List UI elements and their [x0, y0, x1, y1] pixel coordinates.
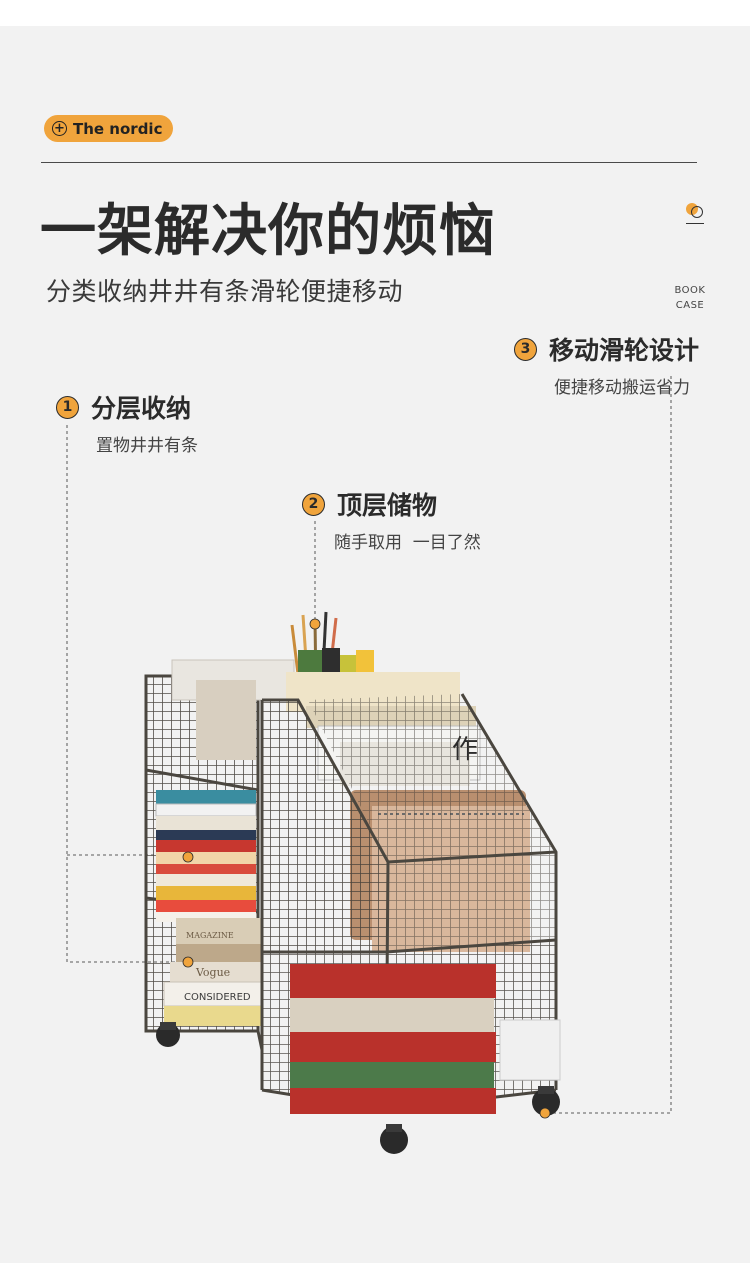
brand-tag: + The nordic — [44, 115, 173, 142]
bottom-right-books — [290, 964, 561, 1114]
page-title: 一架解决你的烦恼 — [40, 199, 496, 264]
left-middle-books — [155, 790, 257, 922]
brand-mark: BOOK CASE — [660, 283, 720, 313]
magazine-label: MAGAZINE — [186, 931, 234, 940]
feature-number-2: 2 — [302, 492, 325, 516]
considered-label: CONSIDERED — [184, 992, 251, 1003]
feature-desc: 便捷移动搬运省力 — [554, 378, 690, 398]
callout-dots — [182, 618, 551, 1119]
feature-number-3: 3 — [514, 337, 537, 361]
feature-wheels: 3 移动滑轮设计 便捷移动搬运省力 — [514, 331, 699, 398]
feature-top-storage: 2 顶层储物 随手取用 一目了然 — [302, 486, 481, 553]
vogue-label: Vogue — [195, 966, 230, 979]
feature-title: 顶层储物 — [337, 491, 438, 520]
feature-desc: 随手取用 一目了然 — [334, 533, 481, 553]
caster-wheels — [156, 1022, 560, 1154]
feature-number-1: 1 — [56, 395, 79, 419]
left-bottom-books — [163, 918, 263, 1026]
brand-tag-label: The nordic — [73, 119, 163, 138]
feature-layered-storage: 1 分层收纳 置物井井有条 — [56, 389, 198, 456]
plus-circle-icon: + — [52, 121, 67, 136]
feature-title: 移动滑轮设计 — [549, 336, 700, 365]
storage-box-front — [196, 680, 256, 760]
header-divider — [41, 162, 697, 163]
page-subtitle: 分类收纳井井有条滑轮便捷移动 — [46, 277, 404, 306]
feature-title: 分层收纳 — [91, 394, 192, 423]
feature-desc: 置物井井有条 — [96, 436, 198, 456]
decorative-logo-icon — [686, 203, 706, 227]
leader-lines — [66, 376, 672, 1114]
brand-mark-line1: BOOK — [674, 285, 706, 296]
brand-mark-line2: CASE — [675, 300, 705, 311]
